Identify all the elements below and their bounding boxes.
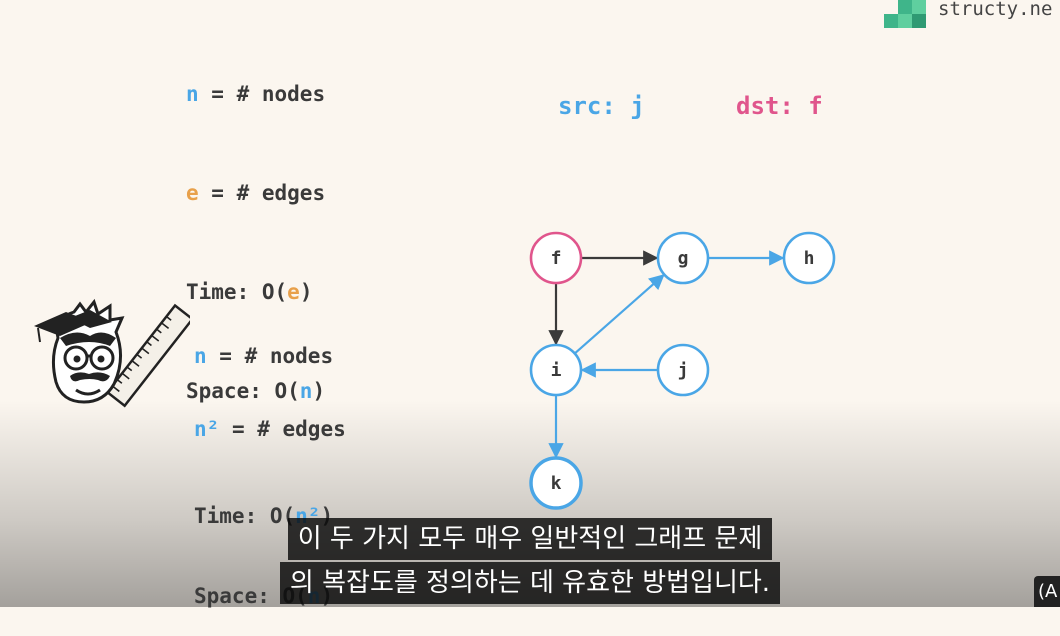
nodes-definition: n = # nodes [194,344,334,368]
node-circle-j [656,343,710,397]
node-g: g [656,231,710,285]
subtitle-line-1: 이 두 가지 모두 매우 일반적인 그래프 문제 [0,518,1060,560]
node-circle-h [782,231,836,285]
channel-logo-icon[interactable]: (A [1034,576,1060,607]
time-complexity: Time: O(e) [186,280,313,304]
node-label-f: f [551,248,562,269]
node-label-h: h [804,248,815,269]
professor-mascot-icon [34,298,190,408]
node-circle-i [529,343,583,397]
edges-definition: n² = # edges [194,417,346,441]
edge-i-to-g [574,274,665,355]
destination-label: dst: f [736,92,823,120]
var-n: n [186,82,199,106]
node-label-j: j [678,360,689,381]
node-k: k [529,456,583,510]
space-complexity: Space: O(n) [186,379,326,403]
nodes-definition: n = # nodes [186,82,326,106]
source-label: src: j [558,92,645,120]
edges-definition: e = # edges [186,181,326,205]
complexity-block-linear: n = # nodes e = # edges Time: O(e) Space… [186,12,325,441]
stacked-blocks-logo-icon [884,0,926,28]
node-label-k: k [551,473,562,494]
directed-graph: f g h i j k [529,231,836,510]
node-label-i: i [551,360,562,381]
node-circle-k [529,456,583,510]
node-circle-g [656,231,710,285]
subtitle-line-2: 의 복잡도를 정의하는 데 유효한 방법입니다. [0,562,1060,604]
node-h: h [782,231,836,285]
node-i: i [529,343,583,397]
node-j: j [656,343,710,397]
var-e: e [186,181,199,205]
node-label-g: g [678,248,689,269]
brand-name: structy.ne [938,0,1053,20]
node-circle-f [529,231,583,285]
node-f: f [529,231,583,285]
brand-logo: structy.ne [880,0,1060,32]
